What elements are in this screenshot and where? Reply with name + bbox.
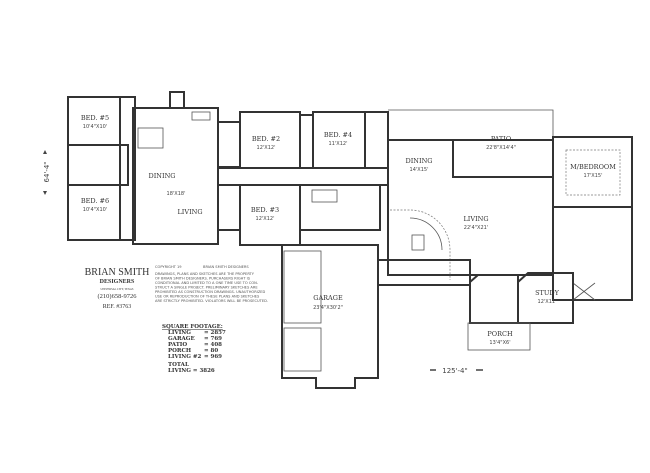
copyright-line: STRUCT A SINGLE PROJECT. PRELIMINARY SKE… <box>155 286 258 290</box>
great-left-size: 18'X18' <box>167 191 186 197</box>
dining-size: 14'X15' <box>410 167 429 173</box>
study-size: 12'X11' <box>538 299 557 305</box>
cabinets <box>311 189 338 203</box>
sqft-title: SQUARE FOOTAGE: <box>162 324 223 330</box>
sqft-label: LIVING <box>168 330 191 336</box>
width-dimension: 125'-4" <box>430 367 483 375</box>
master-size: 17'X15' <box>584 173 603 179</box>
sqft-value: = 769 <box>204 336 222 342</box>
copyright-header-left: COPYRIGHT 19 <box>155 265 182 269</box>
bed6-size: 10'4"X10' <box>83 207 107 213</box>
kitchen-counter <box>390 209 451 280</box>
copyright-header-right: BRIAN SMITH DESIGNERS <box>203 265 249 269</box>
kitchen-bar <box>409 217 443 251</box>
master-bedroom <box>552 136 633 208</box>
bed3-room <box>239 184 301 246</box>
designer-ref: REF. #3763 <box>103 304 132 310</box>
shower-x <box>572 282 596 301</box>
designer-name: BRIAN SMITH <box>85 267 150 278</box>
sqft-label: LIVING #2 <box>168 354 202 360</box>
living-left-label: LIVING <box>177 208 202 216</box>
porch-label: PORCH <box>487 330 513 338</box>
bed4-room <box>312 111 366 169</box>
sqft-total-label: TOTAL <box>168 362 189 368</box>
left-closets <box>119 96 136 241</box>
bath-4 <box>364 111 389 169</box>
bed2-size: 12'X12' <box>257 145 276 151</box>
sqft-value: = 80 <box>204 348 218 354</box>
copyright-line: PROHIBITED AS CONSTRUCTION DRAWINGS. UNA… <box>155 290 266 294</box>
study-room <box>517 272 574 324</box>
bed4-label: BED. #4 <box>324 131 352 139</box>
copyright-line: ARE STRICTLY PROHIBITED. VIOLATORS WILL … <box>155 299 268 303</box>
bed4-size: 11'X12' <box>329 141 348 147</box>
depth-dim-label: 64'-4" <box>43 161 51 182</box>
width-dim-label: 125'-4" <box>442 367 467 375</box>
copyright-line: CONDITIONAL AND LIMITED TO A ONE TIME US… <box>155 281 259 285</box>
storage-left-2 <box>283 327 322 372</box>
copyright-line: DRAWINGS, PLANS AND SKETCHES ARE THE PRO… <box>155 272 255 276</box>
patio-outline <box>388 109 554 137</box>
bed3-size: 12'X12' <box>256 216 275 222</box>
bed2-label: BED. #2 <box>252 135 280 143</box>
sqft-total-value: LIVING = 3826 <box>168 368 215 374</box>
garage-size: 23'4"X30'2" <box>313 305 343 311</box>
copyright-line: USE OR REPRODUCTION OF THESE PLANS AND S… <box>155 295 260 299</box>
sqft-label: GARAGE <box>168 336 195 342</box>
copyright-line: OF BRIAN SMITH DESIGNERS. PURCHASERS RIG… <box>155 277 251 281</box>
sqft-label: PORCH <box>168 348 191 354</box>
designer-sub: DESIGNERS <box>100 279 135 285</box>
kitchenette <box>137 127 164 149</box>
designer-phone: (210)658-9726 <box>98 293 138 300</box>
closet-2-4 <box>299 114 314 169</box>
living-size: 22'4"X21' <box>464 225 488 231</box>
tray-ceiling <box>565 149 621 196</box>
bed5-size: 10'4"X10' <box>83 124 107 130</box>
kitchen-base <box>377 259 471 286</box>
porch-size: 13'4"X6' <box>489 340 510 346</box>
living-label: LIVING <box>463 215 488 223</box>
garage-room <box>281 244 379 389</box>
depth-dimension: 64'-4" <box>43 150 51 195</box>
dining-label: DINING <box>406 157 433 165</box>
designer-location: UNIVERSAL CITY, TEXAS <box>101 288 134 291</box>
patio-size: 22'8"X14'4" <box>486 145 516 151</box>
sqft-label: PATIO <box>168 342 187 348</box>
patio-label: PATIO <box>491 135 511 143</box>
master-bath <box>552 206 633 301</box>
foyer <box>469 274 519 324</box>
garage-label: GARAGE <box>313 294 343 302</box>
utility-room <box>299 184 381 231</box>
study-label: STUDY <box>535 289 559 297</box>
sqft-value: = 2857 <box>204 330 226 336</box>
counter <box>191 111 211 121</box>
bed6-label: BED. #6 <box>81 197 109 205</box>
porch <box>467 322 531 351</box>
sqft-value: = 408 <box>204 342 222 348</box>
bed5-label: BED. #5 <box>81 114 109 122</box>
dining-left-label: DINING <box>149 172 176 180</box>
walls <box>67 91 633 389</box>
master-label: M/BEDROOM <box>570 163 616 171</box>
storage-left <box>283 250 322 324</box>
sqft-value: = 969 <box>204 354 222 360</box>
kitchen-island <box>411 234 425 251</box>
bath-3 <box>217 184 241 231</box>
bath-2 <box>217 121 241 168</box>
chimney <box>169 91 185 109</box>
hallway <box>217 167 389 186</box>
bed3-label: BED. #3 <box>251 206 279 214</box>
